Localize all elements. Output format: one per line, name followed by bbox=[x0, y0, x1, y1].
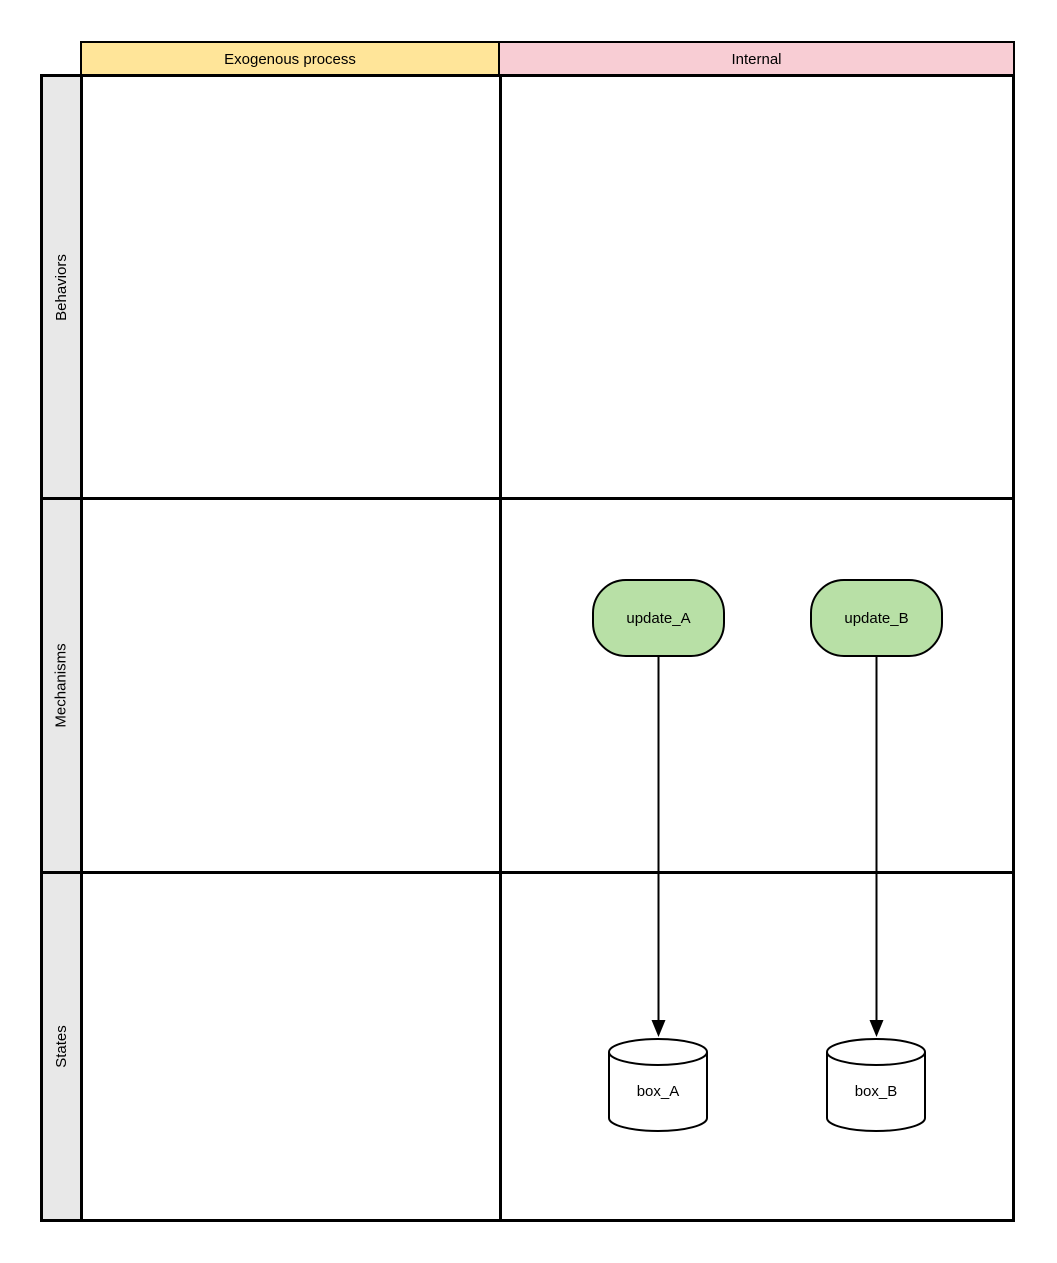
column-header-exogenous-process: Exogenous process bbox=[80, 41, 500, 77]
row-label-states-text: States bbox=[53, 1025, 70, 1068]
column-header-internal-label: Internal bbox=[731, 50, 782, 68]
cell-states-internal bbox=[502, 874, 1012, 1219]
cell-behaviors-internal bbox=[502, 77, 1012, 497]
node-update-b[interactable]: update_B bbox=[810, 579, 943, 657]
cell-behaviors-exogenous bbox=[83, 77, 499, 497]
node-update-b-label: update_B bbox=[844, 609, 909, 627]
row-label-behaviors-text: Behaviors bbox=[53, 253, 71, 321]
cylinder-shape bbox=[608, 1038, 708, 1132]
row-label-mechanisms: Mechanisms bbox=[43, 500, 80, 871]
node-update-a-label: update_A bbox=[626, 609, 691, 627]
swimlane-pool: Behaviors Mechanisms States bbox=[40, 74, 1015, 1222]
node-update-a[interactable]: update_A bbox=[592, 579, 725, 657]
node-box-b-label: box_B bbox=[854, 1083, 898, 1100]
node-box-b[interactable]: box_B bbox=[826, 1038, 926, 1132]
cell-mechanisms-internal bbox=[502, 500, 1012, 871]
row-label-states: States bbox=[43, 874, 80, 1219]
column-header-exogenous-label: Exogenous process bbox=[224, 50, 356, 68]
row-label-behaviors: Behaviors bbox=[43, 77, 80, 497]
cylinder-shape bbox=[826, 1038, 926, 1132]
cell-mechanisms-exogenous bbox=[83, 500, 499, 871]
node-box-a[interactable]: box_A bbox=[608, 1038, 708, 1132]
column-header-internal: Internal bbox=[498, 41, 1015, 77]
row-label-mechanisms-text: Mechanisms bbox=[53, 643, 71, 728]
node-box-a-label: box_A bbox=[636, 1083, 680, 1100]
cell-states-exogenous bbox=[83, 874, 499, 1219]
